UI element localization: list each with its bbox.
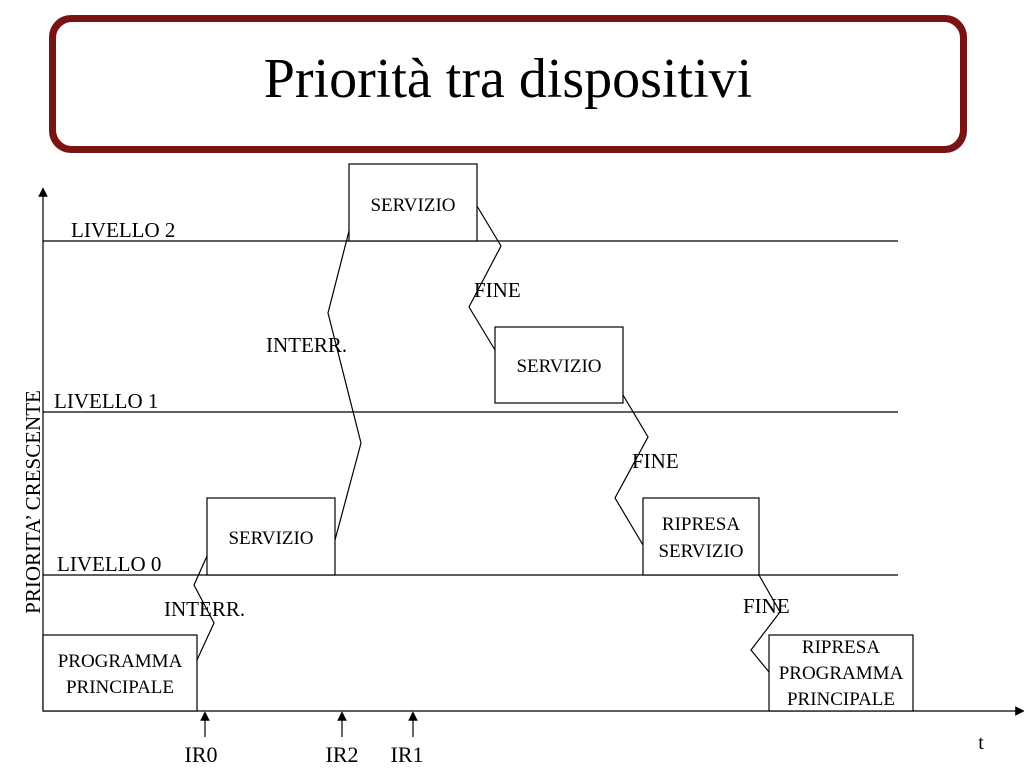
interr-connector-low	[193, 555, 215, 661]
level-0-label: LIVELLO 0	[57, 552, 161, 576]
resume-service-box: RIPRESA SERVIZIO	[642, 497, 760, 576]
resume-main-text-3: PRINCIPALE	[787, 689, 895, 710]
service-level1-box: SERVIZIO	[494, 326, 624, 404]
service-level0-text: SERVIZIO	[228, 528, 313, 549]
service-level2-box: SERVIZIO	[348, 163, 478, 242]
interr-label-high: INTERR.	[266, 333, 347, 357]
resume-service-text-1: RIPRESA	[662, 514, 740, 535]
ir1-label: IR1	[391, 742, 424, 767]
resume-service-text-2: SERVIZIO	[658, 541, 743, 562]
main-program-box: PROGRAMMA PRINCIPALE	[42, 634, 198, 712]
main-program-text-2: PRINCIPALE	[66, 677, 174, 698]
x-axis-label: t	[978, 732, 984, 754]
ir2-label: IR2	[326, 742, 359, 767]
interr-label-low: INTERR.	[164, 597, 245, 621]
fine-connector-2	[614, 394, 649, 546]
resume-main-text-2: PROGRAMMA	[779, 663, 904, 684]
level-1-label: LIVELLO 1	[54, 389, 158, 413]
service-level1-text: SERVIZIO	[516, 356, 601, 377]
y-axis-label: PRIORITA’ CRESCENTE	[21, 390, 45, 614]
service-level0-box: SERVIZIO	[206, 497, 336, 576]
fine-label-3: FINE	[743, 594, 790, 618]
title-frame: Priorità tra dispositivi	[49, 15, 967, 153]
resume-main-text-1: RIPRESA	[802, 637, 880, 658]
interr-connector-high	[327, 230, 362, 541]
fine-label-2: FINE	[632, 449, 679, 473]
fine-connector-3	[750, 574, 781, 673]
fine-connector-1	[468, 205, 502, 351]
main-program-text-1: PROGRAMMA	[58, 651, 183, 672]
fine-label-1: FINE	[474, 278, 521, 302]
page-title: Priorità tra dispositivi	[263, 48, 753, 110]
ir0-label: IR0	[185, 742, 218, 767]
resume-main-box: RIPRESA PROGRAMMA PRINCIPALE	[768, 634, 914, 712]
service-level2-text: SERVIZIO	[370, 195, 455, 216]
level-2-label: LIVELLO 2	[71, 218, 175, 242]
title-box: Priorità tra dispositivi	[55, 21, 961, 147]
